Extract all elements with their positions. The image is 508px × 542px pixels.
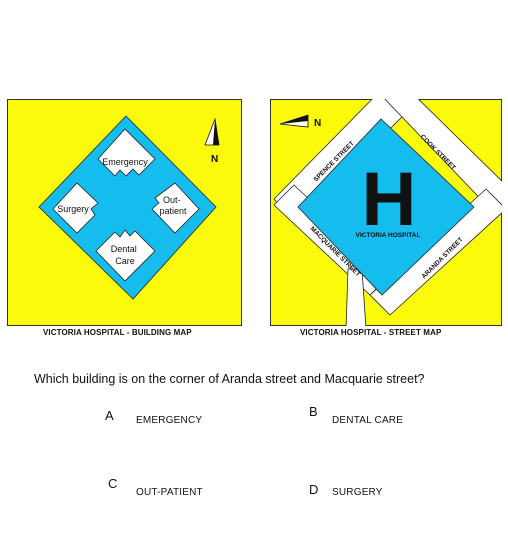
- street-map-caption: VICTORIA HOSPITAL - STREET MAP: [300, 328, 442, 337]
- emergency-building: [97, 128, 156, 177]
- outpatient-building: [151, 182, 200, 234]
- dental-care-building: [95, 229, 156, 282]
- outpatient-label-line2: patient: [159, 206, 187, 216]
- outpatient-label: Out- patient: [159, 195, 187, 216]
- dental-care-label-line2: Care: [115, 256, 135, 266]
- hospital-name-label: VICTORIA HOSPITAL: [356, 232, 421, 239]
- option-a-letter[interactable]: A: [105, 408, 114, 423]
- street-map: H VICTORIA HOSPITAL SPENCE STREET COOK S…: [270, 99, 502, 326]
- dental-care-label-line1: Dental: [111, 244, 137, 254]
- north-arrow-icon: [204, 117, 220, 146]
- surgery-building: [52, 182, 99, 234]
- emergency-label: Emergency: [102, 157, 148, 167]
- hospital-h-letter: H: [362, 157, 417, 242]
- surgery-label: Surgery: [57, 204, 89, 214]
- building-map-north-label: N: [211, 154, 218, 165]
- street-map-north-label: N: [314, 118, 321, 129]
- emergency-label-text: Emergency: [102, 157, 148, 167]
- hospital-grounds: [38, 115, 217, 300]
- option-d-letter[interactable]: D: [309, 482, 319, 497]
- building-map: Emergency Surgery Out- patient Dental Ca…: [7, 99, 242, 326]
- question-text: Which building is on the corner of Arand…: [34, 372, 425, 386]
- option-d-text[interactable]: SURGERY: [332, 487, 383, 498]
- option-c-letter[interactable]: C: [108, 476, 118, 491]
- street-map-north-arrow-icon: [279, 114, 309, 128]
- surgery-label-text: Surgery: [57, 204, 89, 214]
- option-a-text[interactable]: EMERGENCY: [136, 415, 203, 426]
- victoria-hospital-block: [297, 118, 475, 296]
- option-b-letter[interactable]: B: [309, 404, 318, 419]
- cook-street-road: [384, 99, 502, 216]
- building-map-caption: VICTORIA HOSPITAL - BUILDING MAP: [43, 328, 192, 337]
- dental-care-label: Dental Care: [111, 244, 140, 266]
- option-b-text[interactable]: DENTAL CARE: [332, 415, 404, 426]
- option-c-text[interactable]: OUT-PATIENT: [136, 487, 203, 498]
- outpatient-label-line1: Out-: [163, 195, 181, 205]
